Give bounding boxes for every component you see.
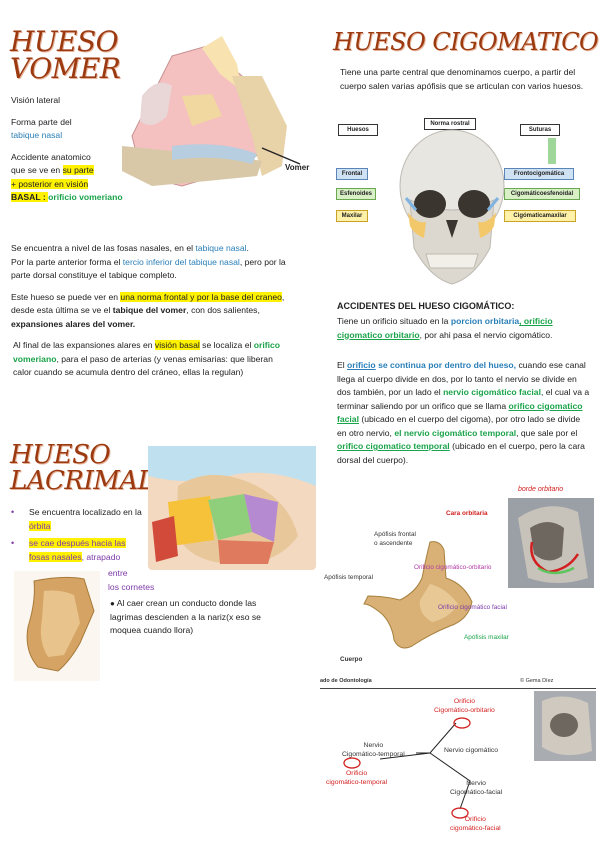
sutura-frontocigomatica: Frontocigomática (504, 168, 574, 180)
vomer-accidente: Accidente anatomico que se ve en su part… (11, 151, 123, 202)
lacrimal-orbit-illustration (148, 446, 316, 570)
suturas-header: Suturas (520, 124, 560, 136)
label-apofisis-temporal: Apófisis temporal (324, 574, 374, 581)
hueso-frontal: Frontal (336, 168, 368, 180)
zygomatic-bone-illustration (363, 541, 473, 649)
vomer-paragraph-2: Por la parte anterior forma el tercio in… (11, 256, 286, 281)
acc-line: Tiene un orificio situado en la porcion … (337, 316, 553, 340)
label-cara-orbitaria: Cara orbitaria (446, 510, 488, 517)
vomer-forma: Forma parte del tabique nasal (11, 116, 72, 141)
vomer-title: HUESO VOMER (10, 25, 121, 85)
label-orificio-facial: Orificio cigomático facial (438, 604, 507, 611)
lacrimal-bullets: • Se encuentra localizado en la órbita •… (11, 506, 146, 564)
vomer-side-notes: Visión lateral Forma parte del tabique n… (11, 94, 141, 205)
nerve-lines (343, 717, 471, 819)
bullet-icon: • (11, 507, 15, 517)
bullet-icon: ● (110, 599, 115, 608)
label-apofisis-maxilar: Apófisis maxilar (464, 634, 509, 641)
nerve-diagram: Orificio Cigomático-orbitario Nervio Cig… (320, 688, 596, 839)
label-cuerpo: Cuerpo (340, 656, 363, 663)
lacrimal-cornetes: entre los cornetes (108, 568, 155, 592)
vomer-lateral: Visión lateral (11, 95, 61, 105)
zygomatic-orbit-photo (508, 498, 594, 588)
vomer-paragraph-3: Este hueso se puede ver en una norma fro… (11, 291, 285, 329)
vomer-paragraph-4: Al final de las expansiones alares en vi… (13, 340, 281, 377)
nerve-orificio-facial: Orificio cigomático-facial (450, 816, 501, 832)
green-marker-icon (548, 138, 556, 164)
huesos-header: Huesos (338, 124, 378, 136)
vomer-body: Se encuentra a nivel de las fosas nasale… (11, 242, 291, 380)
lacrimal-bullet-2: • se cae después hacia las fosas nasales… (11, 538, 126, 562)
nerve-cigomatico: Nervio cigomático (444, 747, 499, 754)
figure-footer-right: © Gema Díez (520, 678, 554, 684)
cigomatico-title: HUESO CIGOMATICO (333, 28, 599, 56)
vomer-paragraph-1: Se encuentra a nivel de las fosas nasale… (11, 243, 249, 253)
vomer-label: Vomer (285, 163, 310, 172)
lacrimal-bullet-1: • Se encuentra localizado en la órbita (11, 507, 142, 531)
vomer-illustration (122, 36, 301, 187)
lacrimal-title: HUESO LACRIMAL (10, 440, 155, 496)
skull-diagram: Huesos Norma rostral Suturas Frontal Esf… (334, 116, 590, 296)
label-apofisis-frontal: Apófisis frontal o ascendente (374, 531, 416, 547)
lacrimal-bone-illustration (14, 571, 100, 681)
nerve-photo (534, 691, 596, 761)
figure-footer-left: ado de Odontología (320, 678, 372, 684)
sutura-cigomaticamaxilar: Cigómaticamaxilar (504, 210, 576, 222)
cigomatico-intro: Tiene una parte central que denominamos … (340, 67, 584, 91)
handnote: borde orbitario (518, 486, 564, 493)
hueso-esfenoides: Esfenoides (336, 188, 376, 200)
zygomatic-figure: borde orbitario Cara orbitaria Apófisis … (320, 484, 596, 686)
norma-header: Norma rostral (424, 118, 476, 130)
lacrimal-bullet-3: ● Al caer crean un conducto donde las la… (110, 598, 261, 635)
skull-icon (399, 129, 505, 285)
nerve-orificio-temporal: Orificio cigomático-temporal (326, 770, 388, 786)
acc-title: ACCIDENTES DEL HUESO CIGOMÁTICO: (337, 301, 515, 311)
label-orificio-orbitario: Orificio cigomático-orbitario (414, 564, 492, 571)
bullet-icon: • (11, 538, 15, 548)
nerve-temporal: Nervio Cigomático-temporal (342, 742, 405, 758)
nerve-orificio-orbitario: Orificio Cigomático-orbitario (434, 698, 495, 714)
sutura-cigomaticoesfenoidal: Cigomáticoesfenoidal (504, 188, 580, 200)
cigomatico-paragraph: El orificio se continua por dentro del h… (337, 360, 590, 465)
hueso-maxilar: Maxilar (336, 210, 368, 222)
nerve-facial: Nervio Cigomático-facial (450, 780, 503, 796)
